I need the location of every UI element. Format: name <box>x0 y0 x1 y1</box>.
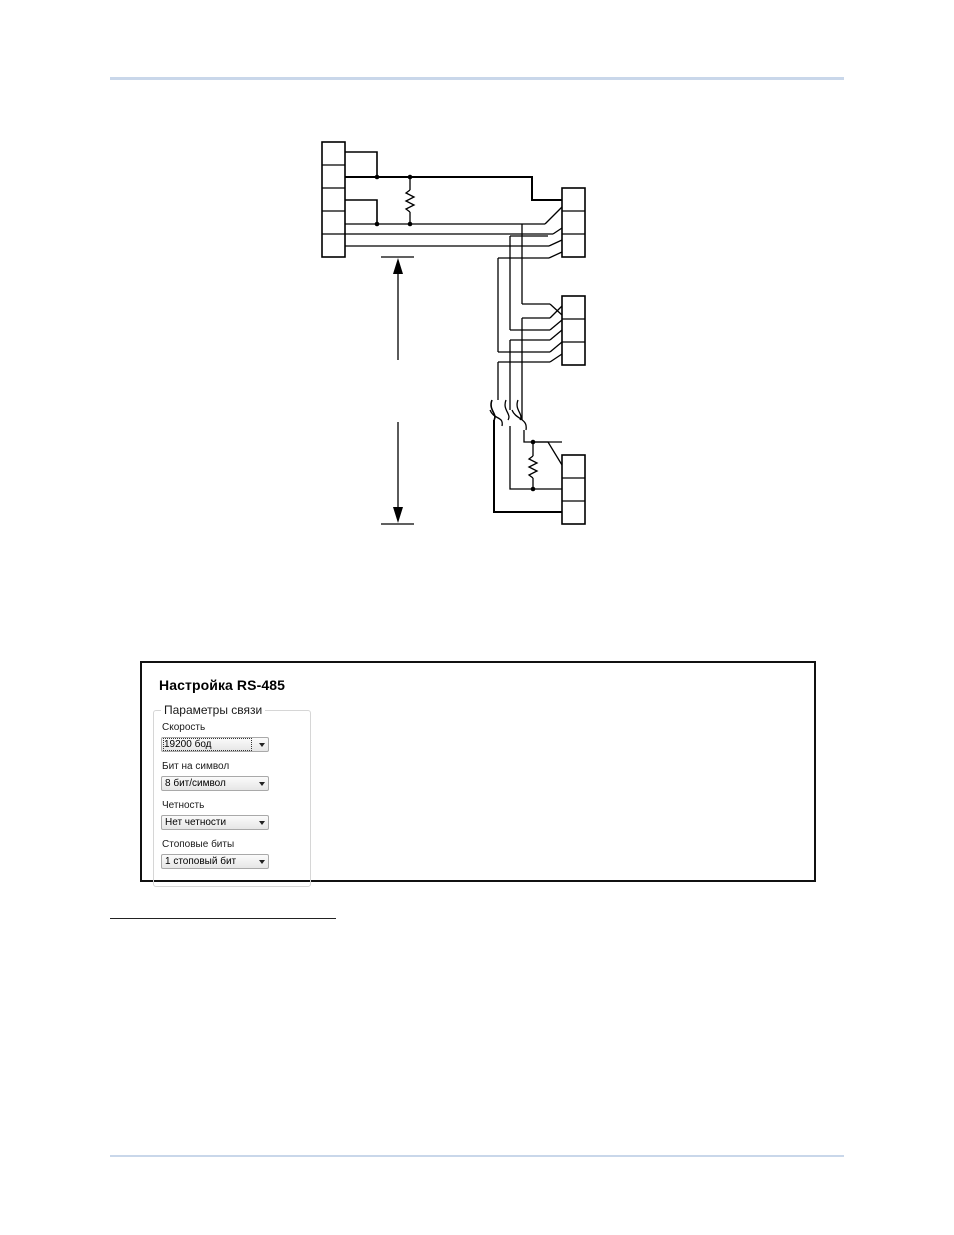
parity-label: Четность <box>162 800 205 811</box>
data-bits-value: 8 бит/символ <box>165 778 226 789</box>
chevron-down-icon <box>259 743 265 747</box>
data-bits-label: Бит на символ <box>162 761 230 772</box>
stop-bits-value: 1 стоповый бит <box>165 856 237 867</box>
parity-select[interactable]: Нет четности <box>161 815 269 830</box>
chevron-down-icon <box>259 782 265 786</box>
slave-terminal-block-2 <box>561 295 586 366</box>
footnote-separator <box>110 918 336 919</box>
chevron-down-icon <box>259 860 265 864</box>
stop-bits-select[interactable]: 1 стоповый бит <box>161 854 269 869</box>
parity-value: Нет четности <box>165 817 227 828</box>
baud-rate-value: 19200 бод <box>163 738 252 751</box>
stop-bits-label: Стоповые биты <box>162 839 235 850</box>
chevron-down-icon <box>259 821 265 825</box>
slave-terminal-block-3 <box>561 454 586 525</box>
panel-title: Настройка RS-485 <box>159 677 286 693</box>
slave-terminal-block-1 <box>561 187 586 258</box>
master-terminal-block <box>321 141 346 258</box>
baud-rate-label: Скорость <box>162 722 206 733</box>
rs485-wiring-diagram <box>321 141 586 525</box>
baud-rate-select[interactable]: 19200 бод <box>161 737 269 752</box>
data-bits-select[interactable]: 8 бит/символ <box>161 776 269 791</box>
header-rule <box>110 77 844 80</box>
rs485-settings-panel: Настройка RS-485 Параметры связи Скорост… <box>140 661 816 887</box>
footer-rule <box>110 1155 844 1157</box>
comm-parameters-group-label: Параметры связи <box>161 703 266 717</box>
